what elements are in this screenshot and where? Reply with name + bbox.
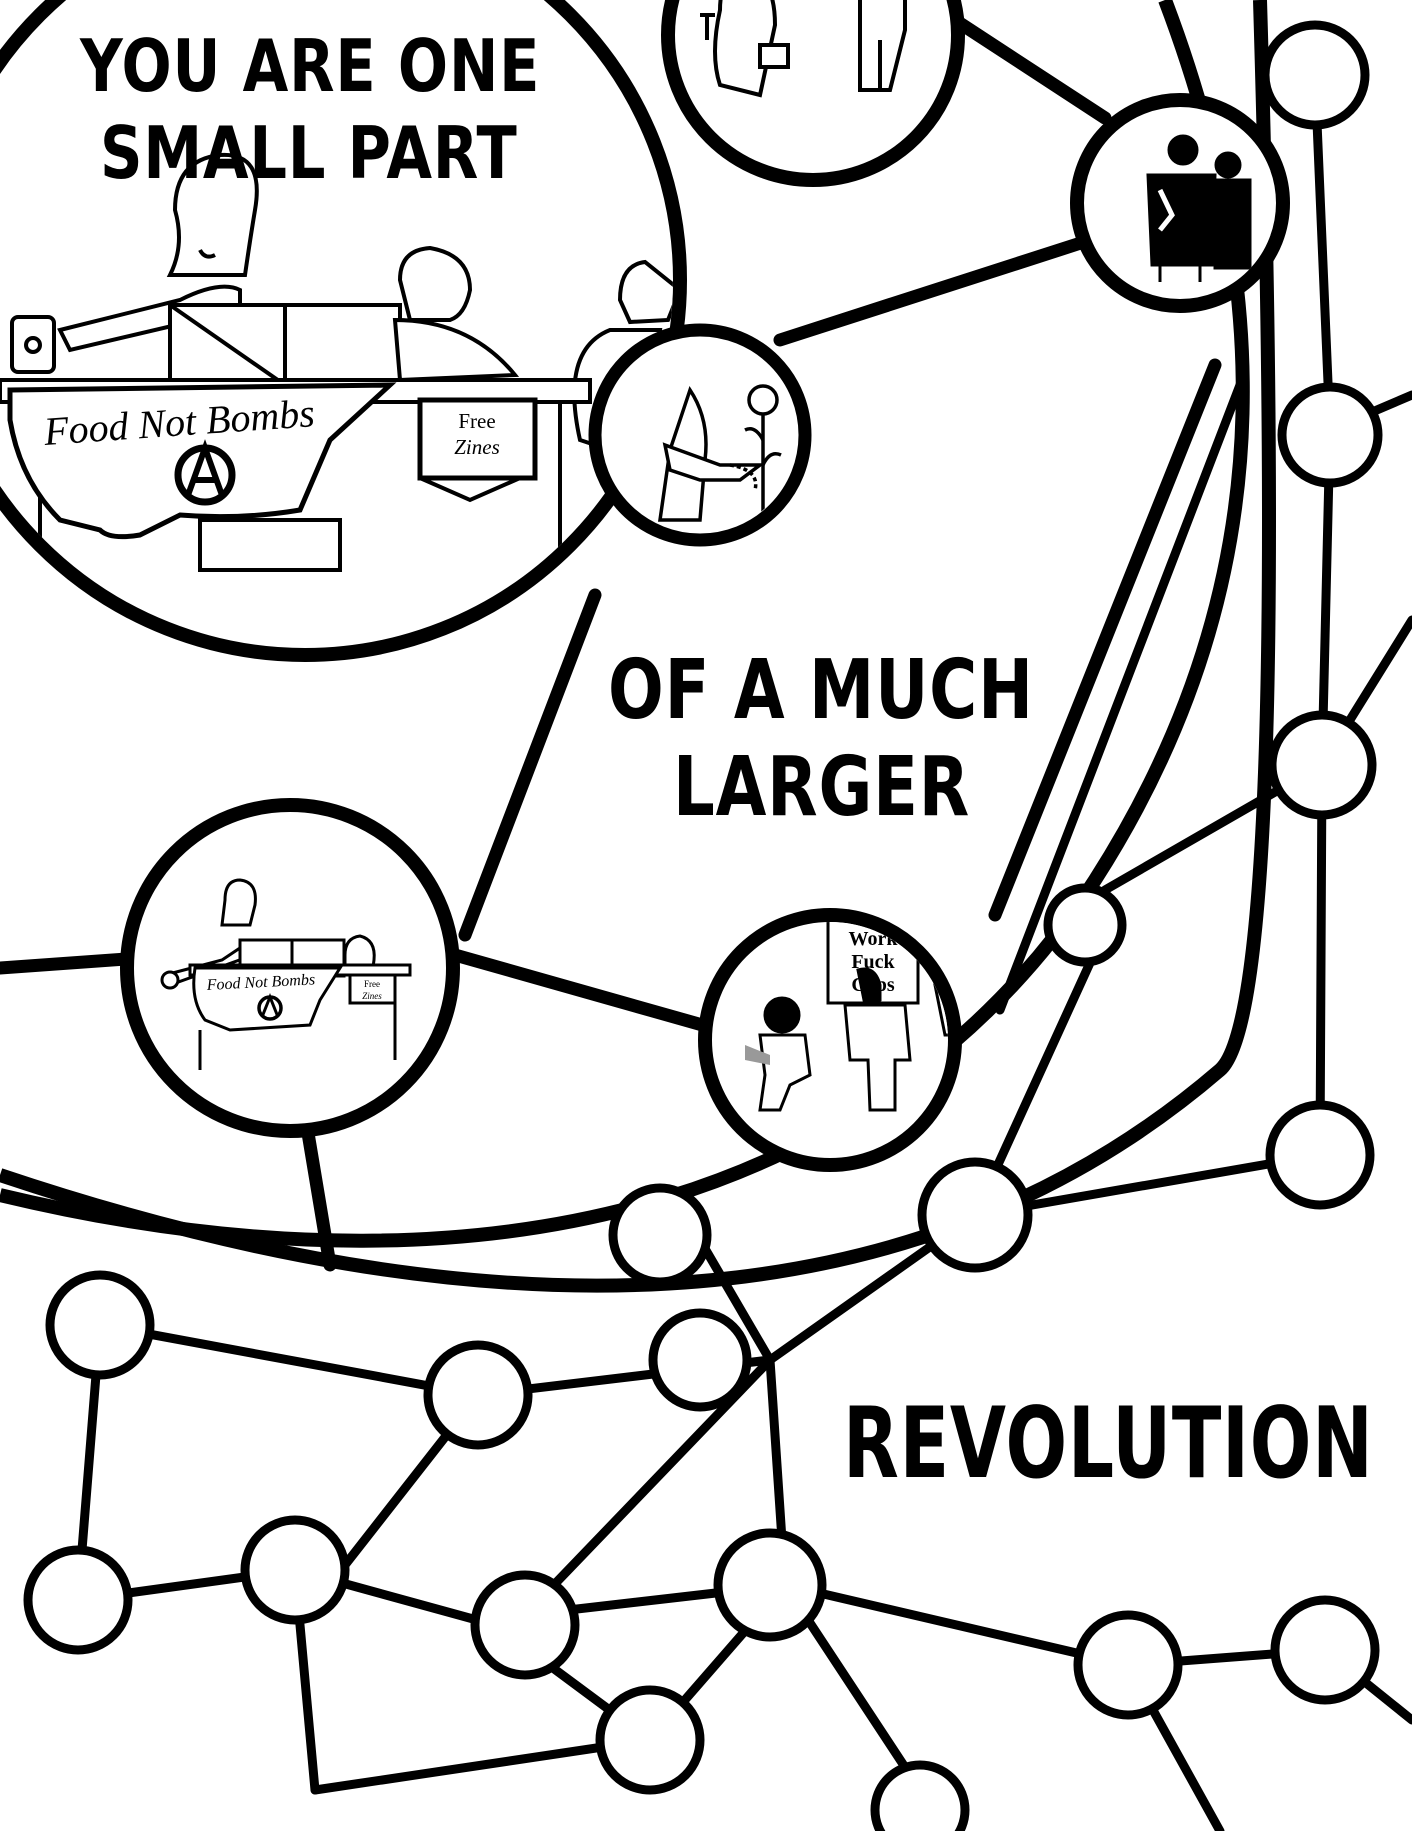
can-icon [160,970,180,990]
person-icon [220,878,257,927]
network-node [470,1570,580,1680]
network-node [713,1528,827,1642]
network-node [1267,710,1377,820]
person-icon [397,245,473,322]
headline-line-1: YOU ARE ONE [80,24,541,108]
sign-line-2: Zines [362,991,382,1001]
person-icon [166,152,259,277]
large-ring [0,0,1276,1293]
network-node [423,1340,533,1450]
person-icon [1167,134,1199,166]
food-not-bombs-small-circle: Food Not Bombs Free Zines [120,798,460,1138]
network-node [1260,20,1370,130]
network-node [1277,382,1383,488]
network-node [595,1685,705,1795]
network-node [1270,1595,1380,1705]
person-icon [1214,151,1242,179]
network-node [917,1157,1033,1273]
network-node [23,1545,133,1655]
person-icon [856,967,882,1007]
graffiti-scene-circle: Fuck Work Fuck Cops [698,908,962,1172]
hammer-icon [700,13,715,40]
sign-line-1: Free [364,979,380,989]
person-icon [858,0,907,92]
headline-line-5: REVOLUTION [843,1387,1374,1501]
box-icon [283,303,402,387]
network-node [608,1183,712,1287]
banner-text: Food Not Bombs [205,971,315,994]
bloc-scene-circle [1070,93,1290,313]
network-node [1043,883,1127,967]
network-node [870,1760,970,1831]
free-zines-sign [348,973,397,1005]
network-node [1073,1610,1183,1720]
network-node [240,1515,350,1625]
toolbox-icon [758,43,790,69]
gardener-scene-circle [588,323,812,547]
headline-line-2: SMALL PART [100,111,518,195]
headline-line-3: OF A MUCH [608,643,1034,738]
network-node [45,1270,155,1380]
spray-icon [745,1045,770,1065]
network-node [1265,1100,1375,1210]
sunflower-icon [747,384,779,416]
sign-line-1: Free [458,409,495,433]
network-node [648,1308,752,1412]
sign-line-2: Zines [454,435,500,459]
free-zines-sign [417,397,538,481]
watering-can-icon [662,442,766,482]
workers-scene-circle [661,0,965,187]
network-nodes [23,20,1383,1831]
person-icon [763,996,801,1034]
headline-line-4: LARGER [673,740,971,835]
poster-line-3: Fuck [851,951,895,973]
